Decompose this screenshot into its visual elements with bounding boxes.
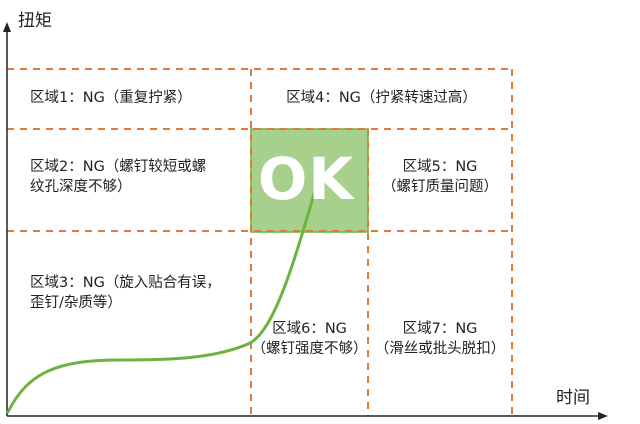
zone-7-label: 区域7：NG （滑丝或批头脱扣） [374,321,506,357]
zone-6-label: 区域6：NG （螺钉强度不够） [251,321,368,357]
x-axis-arrow [598,412,608,420]
zone-2-label: 区域2：NG（螺钉较短或螺 纹孔深度不够） [30,159,207,195]
zone-1-label: 区域1：NG（重复拧紧） [30,90,192,106]
curve-end-point [314,176,322,184]
y-axis-arrow [3,22,11,32]
ok-label: OK [258,145,355,213]
y-axis-label: 扭矩 [18,11,52,31]
zone-3-label: 区域3：NG（旋入贴合有误， 歪钉/杂质等） [30,275,221,311]
zone-grid [7,68,513,416]
x-axis-label: 时间 [556,388,590,408]
zone-5-label: 区域5：NG （螺钉质量问题） [382,159,498,195]
zone-4-label: 区域4：NG（拧紧转速过高） [286,90,477,106]
torque-curve [6,178,320,414]
